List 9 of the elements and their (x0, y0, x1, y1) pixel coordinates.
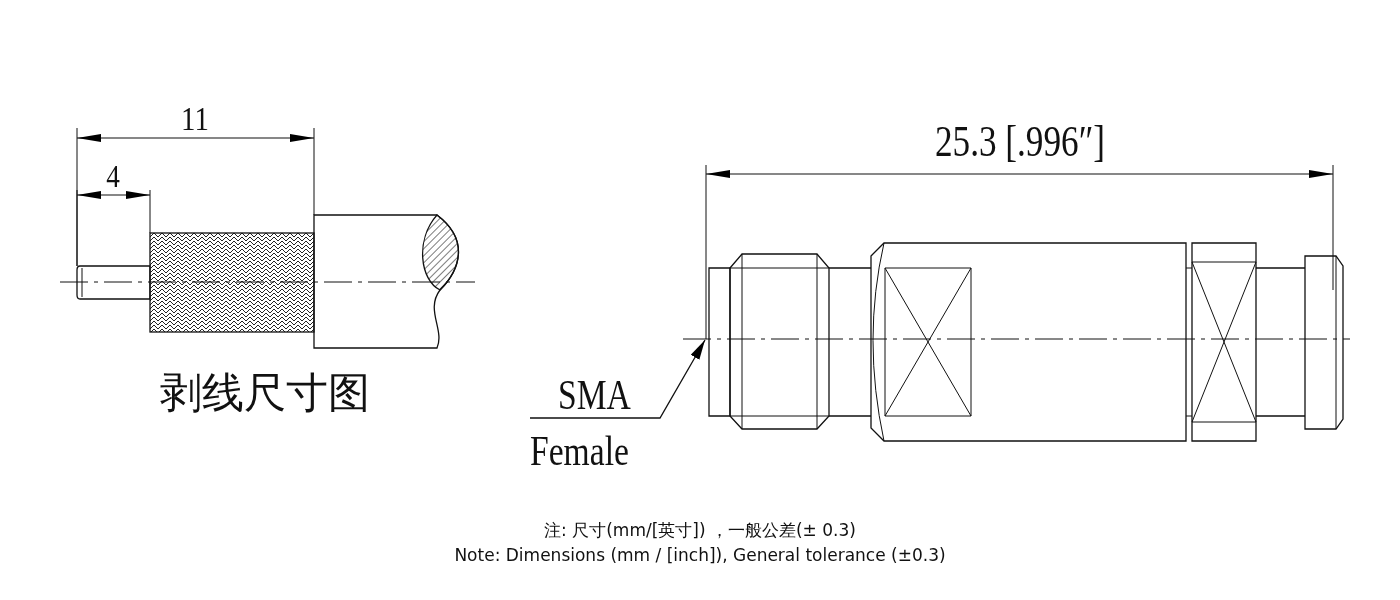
note-text: 注: 尺寸(mm/[英寸]) ，一般公差(± 0.3) (544, 522, 856, 539)
dimension-value: 4 (106, 160, 120, 192)
dimension-value: 11 (181, 102, 209, 136)
part-label: SMA (558, 374, 631, 416)
leader-line (529, 339, 706, 419)
dimension-value: 25.3 [.996″] (934, 120, 1106, 164)
note-text: Note: Dimensions (mm / [inch]), General tolerance (±0.3) (454, 547, 946, 564)
drawing-caption: 剥线尺寸图 (160, 372, 370, 414)
part-label: Female (530, 430, 629, 472)
